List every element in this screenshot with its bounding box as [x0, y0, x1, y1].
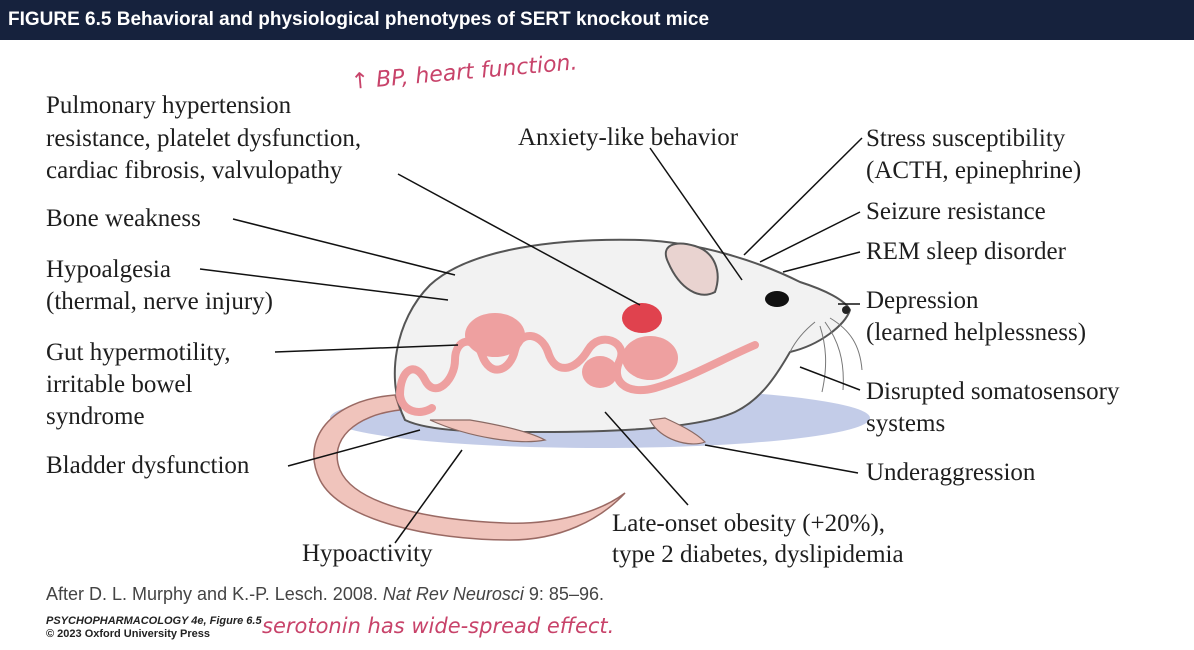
label-bone-weakness: Bone weakness: [46, 205, 201, 232]
label-pulmonary-line3: cardiac fibrosis, valvulopathy: [46, 157, 343, 184]
label-underaggression: Underaggression: [866, 459, 1036, 486]
gut-pouches: [465, 313, 678, 388]
label-pulmonary-line1: Pulmonary hypertension: [46, 92, 292, 119]
figure-header: FIGURE 6.5 Behavioral and physiological …: [0, 0, 1194, 40]
mouse-whiskers: [789, 317, 863, 393]
citation-journal: Nat Rev Neurosci: [382, 584, 524, 604]
leader-lines: [199, 137, 863, 544]
citation-suffix: 9: 85–96.: [523, 584, 604, 604]
label-somatosensory-line1: Disrupted somatosensory: [866, 378, 1120, 405]
label-gut-line2: irritable bowel: [46, 371, 193, 398]
label-anxiety: Anxiety-like behavior: [518, 124, 739, 151]
mouse-body: [393, 238, 852, 434]
citation-prefix: After D. L. Murphy and K.-P. Lesch. 2008…: [46, 584, 383, 604]
label-gut-line3: syndrome: [46, 403, 145, 430]
label-obesity-line2: type 2 diabetes, dyslipidemia: [612, 541, 904, 568]
heart-organ: [622, 303, 662, 333]
figure-citation: After D. L. Murphy and K.-P. Lesch. 2008…: [46, 584, 604, 605]
mouse-tail: [313, 394, 626, 541]
credit-book: PSYCHOPHARMACOLOGY 4e, Figure 6.5: [46, 615, 262, 627]
label-stress-line1: Stress susceptibility: [866, 125, 1066, 152]
handwritten-serotonin-note: serotonin has wide-spread effect.: [262, 614, 615, 638]
label-seizure: Seizure resistance: [866, 198, 1046, 225]
mouse-eye: [765, 291, 789, 307]
label-somatosensory-line2: systems: [866, 410, 946, 437]
label-stress-line2: (ACTH, epinephrine): [866, 157, 1082, 184]
label-hypoalgesia-line2: (thermal, nerve injury): [46, 288, 273, 315]
mouse-front-paw: [649, 417, 707, 445]
label-rem: REM sleep disorder: [866, 238, 1066, 265]
credit-copyright: © 2023 Oxford University Press: [46, 628, 211, 640]
label-hypoalgesia-line1: Hypoalgesia: [46, 256, 171, 283]
label-gut-line1: Gut hypermotility,: [46, 339, 231, 366]
label-depression-line2: (learned helplessness): [866, 319, 1087, 346]
label-pulmonary-line2: resistance, platelet dysfunction,: [46, 125, 362, 152]
label-hypoactivity: Hypoactivity: [302, 540, 433, 567]
figure-credit: PSYCHOPHARMACOLOGY 4e, Figure 6.5 © 2023…: [46, 615, 262, 641]
mouse-ear: [665, 242, 719, 296]
label-obesity-line1: Late-onset obesity (+20%),: [612, 510, 886, 537]
mouse-hind-leg: [429, 419, 547, 443]
mouse-nose: [842, 306, 850, 314]
label-bladder: Bladder dysfunction: [46, 452, 250, 479]
label-depression-line1: Depression: [866, 287, 979, 314]
